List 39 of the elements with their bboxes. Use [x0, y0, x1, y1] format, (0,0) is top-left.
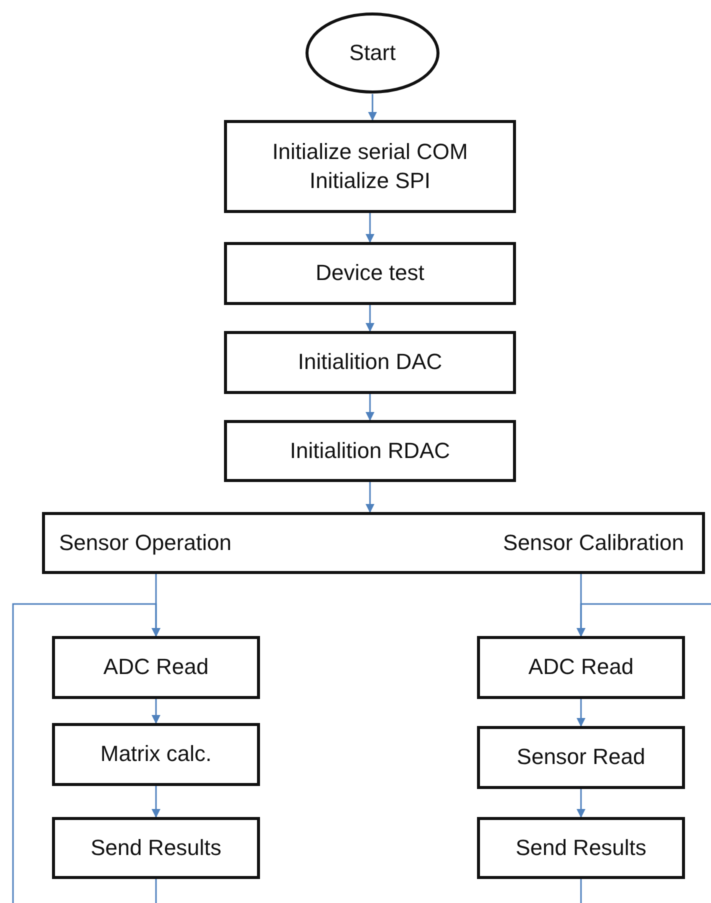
process-box: [224, 420, 516, 482]
process-box: [224, 242, 516, 305]
node-text: ADC Read: [528, 653, 634, 682]
node-text: ADC Read: [103, 653, 209, 682]
connector-line: [580, 879, 582, 903]
mode-bar: [42, 512, 705, 574]
node-text: Send Results: [90, 834, 222, 862]
arrow: [576, 603, 711, 637]
node-text: Matrix calc.: [100, 740, 212, 768]
node-text: Initialition RDAC: [290, 436, 450, 465]
arrow: [366, 482, 374, 513]
process-box: [52, 636, 260, 699]
arrow: [576, 789, 586, 818]
arrow: [366, 394, 374, 421]
arrow: [152, 699, 160, 724]
connector-line: [155, 879, 157, 903]
arrow: [576, 699, 586, 727]
arrow: [12, 603, 160, 903]
process-box: [477, 636, 685, 699]
process-box: [477, 726, 685, 789]
node-text: Initialition DAC: [298, 348, 442, 376]
arrow: [152, 786, 160, 818]
node-text: Send Results: [516, 834, 646, 862]
arrow: [366, 213, 374, 243]
node-text: Initialize serial COM: [272, 138, 468, 166]
start-terminal: [305, 12, 440, 94]
process-box: [477, 817, 685, 879]
process-box: [52, 817, 260, 879]
process-box: [224, 120, 516, 213]
process-box: [52, 723, 260, 786]
node-text: Sensor Calibration: [503, 528, 684, 557]
arrow: [366, 305, 374, 332]
node-text: Device test: [316, 259, 424, 288]
node-text: Initialize SPI: [309, 166, 431, 194]
node-text: Start: [349, 38, 396, 67]
arrow: [368, 94, 377, 121]
node-text: Sensor Read: [516, 743, 646, 772]
node-text: Sensor Operation: [59, 528, 232, 557]
process-box: [224, 331, 516, 394]
